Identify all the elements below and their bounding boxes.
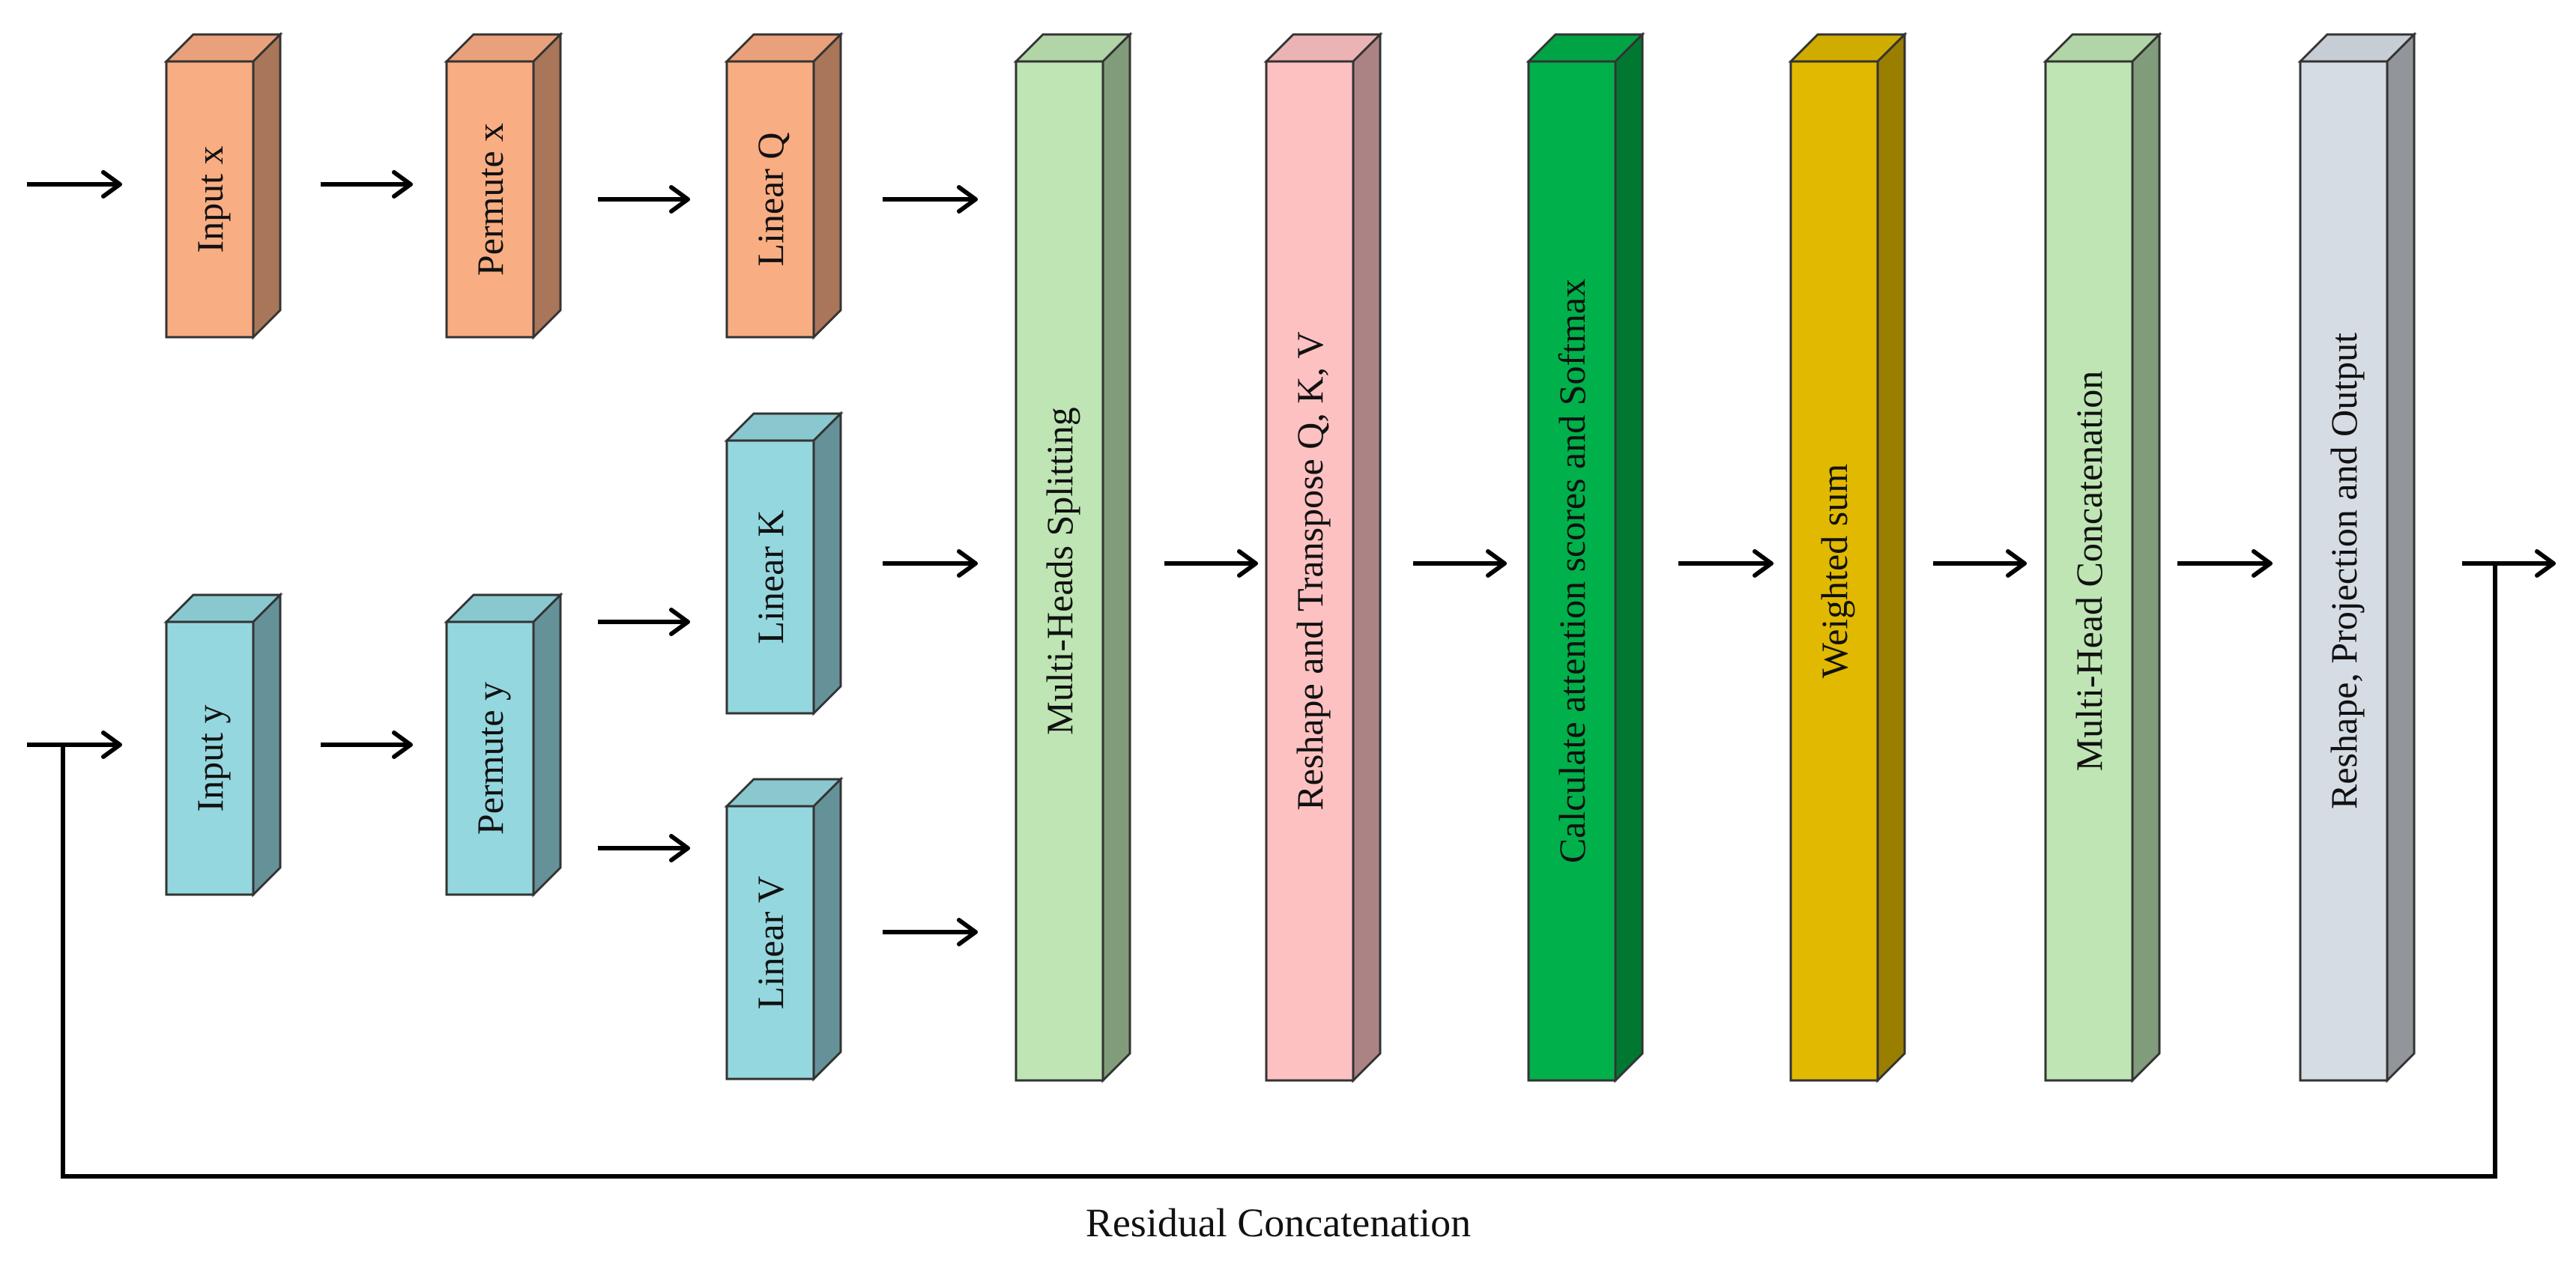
linear-v-block: Linear V (724, 776, 844, 1082)
arrow-permute-y-to-linear-k (598, 608, 690, 636)
input-y-front-face (165, 620, 255, 896)
linear-k-block: Linear K (724, 411, 844, 716)
arrow-linear-v-to-splitting (883, 918, 978, 946)
input-x-side-face (252, 31, 282, 340)
reshape-transpose-block: Reshape and Transpose Q, K, V (1263, 31, 1383, 1083)
linear-k-front-face (725, 439, 815, 715)
permute-x-block: Permute x (444, 31, 563, 340)
permute-y-side-face (532, 592, 562, 898)
arrow-permute-y-to-linear-v (598, 834, 690, 862)
reshape-transpose-label: Reshape and Transpose Q, K, V (1289, 331, 1331, 810)
multi-head-concat-front-face (2044, 60, 2134, 1082)
linear-q-side-face (812, 31, 842, 340)
arrow-splitting-to-reshape (1164, 549, 1258, 578)
arrow-projection-to-output (2462, 549, 2556, 578)
arrow-linear-k-to-splitting (883, 549, 978, 578)
arrow-into-input-y (27, 731, 122, 759)
permute-y-block: Permute y (444, 592, 563, 898)
arrow-concat-to-projection (2177, 549, 2273, 578)
multi-heads-splitting-front-face (1015, 60, 1104, 1082)
input-x-label: Input x (189, 145, 231, 253)
multi-heads-splitting-side-face (1101, 31, 1131, 1083)
arrow-input-y-to-permute-y (321, 731, 413, 759)
linear-q-front-face (725, 60, 815, 339)
linear-v-front-face (725, 805, 815, 1080)
weighted-sum-label: Weighted sum (1813, 464, 1855, 678)
weighted-sum-front-face (1789, 60, 1879, 1082)
arrow-attention-to-weighted-sum (1678, 549, 1774, 578)
linear-k-label: Linear K (749, 509, 791, 644)
reshape-transpose-side-face (1352, 31, 1382, 1083)
reshape-projection-output-front-face (2299, 60, 2389, 1082)
attention-softmax-side-face (1614, 31, 1644, 1083)
block-layer: Input x Permute x Linear Q Input y Permute y… (163, 31, 2417, 1083)
attention-softmax-block: Calculate attention scores and Softmax (1526, 31, 1645, 1083)
multi-head-concat-side-face (2131, 31, 2161, 1083)
reshape-projection-output-block: Reshape, Projection and Output (2297, 31, 2417, 1083)
weighted-sum-block: Weighted sum (1788, 31, 1908, 1083)
input-x-front-face (165, 60, 255, 339)
residual-connection (61, 563, 2497, 1179)
arrow-reshape-to-attention (1413, 549, 1507, 578)
permute-x-front-face (445, 60, 535, 339)
arrow-layer (27, 170, 2556, 946)
multi-head-concat-block: Multi-Head Concatenation (2043, 31, 2162, 1083)
multi-head-concat-label: Multi-Head Concatenation (2068, 371, 2110, 772)
multi-heads-splitting-block: Multi-Heads Splitting (1013, 31, 1133, 1083)
reshape-transpose-front-face (1265, 60, 1355, 1082)
arrow-into-input-x (27, 170, 122, 199)
input-y-label: Input y (189, 704, 231, 811)
input-y-side-face (252, 592, 282, 898)
multi-heads-splitting-label: Multi-Heads Splitting (1038, 407, 1080, 735)
residual-concatenation-caption: Residual Concatenation (1086, 1200, 1471, 1245)
reshape-projection-output-side-face (2386, 31, 2416, 1083)
linear-q-label: Linear Q (749, 132, 791, 266)
input-x-block: Input x (163, 31, 283, 340)
arrow-linear-q-to-splitting (883, 185, 978, 214)
linear-v-side-face (812, 776, 842, 1082)
permute-y-front-face (445, 620, 535, 896)
permute-y-label: Permute y (469, 682, 511, 835)
permute-x-side-face (532, 31, 562, 340)
attention-softmax-label: Calculate attention scores and Softmax (1551, 279, 1593, 863)
permute-x-label: Permute x (469, 123, 511, 276)
reshape-projection-output-label: Reshape, Projection and Output (2323, 333, 2365, 809)
linear-q-block: Linear Q (724, 31, 844, 340)
attention-softmax-front-face (1527, 60, 1617, 1082)
arrow-input-x-to-permute-x (321, 170, 413, 199)
weighted-sum-side-face (1876, 31, 1906, 1083)
linear-v-label: Linear V (749, 876, 791, 1009)
residual-concatenation-line (61, 563, 2497, 1179)
arrow-weighted-sum-to-concat (1933, 549, 2027, 578)
input-y-block: Input y (163, 592, 283, 898)
arrow-permute-x-to-linear-q (598, 185, 690, 214)
linear-k-side-face (812, 411, 842, 716)
